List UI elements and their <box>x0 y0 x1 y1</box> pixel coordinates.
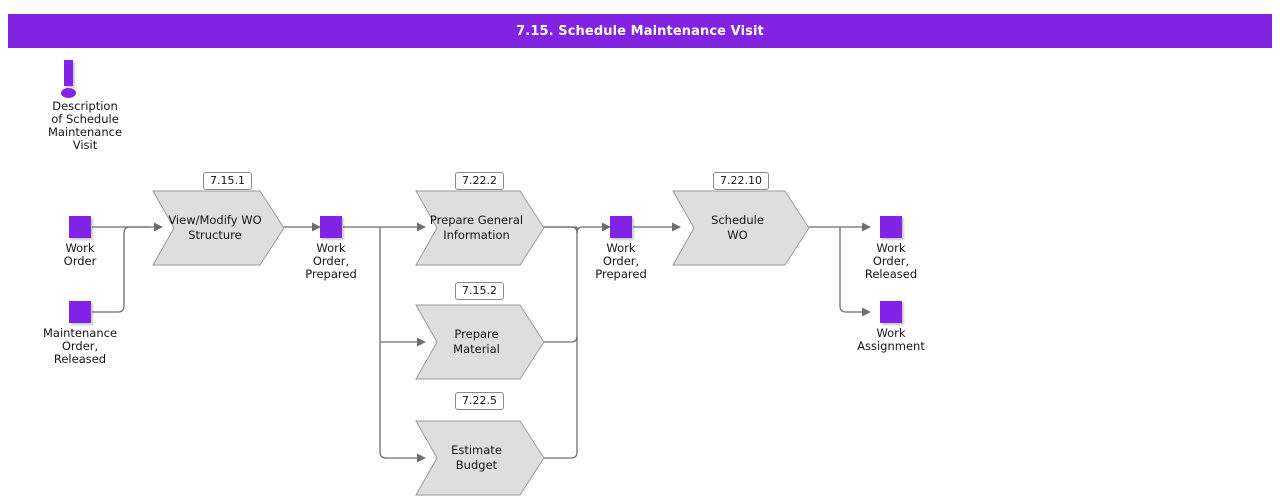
wire-general-info-to-merge <box>543 226 578 234</box>
process-tag-prepare-general-information[interactable]: 7.22.2 <box>455 172 504 190</box>
process-schedule-wo[interactable]: Schedule WO <box>670 188 809 268</box>
wire-estimate-budget-join <box>543 451 578 459</box>
object-label: Work Order, Prepared <box>305 241 357 281</box>
process-label: View/Modify WO Structure <box>168 213 262 242</box>
process-tag-schedule-wo[interactable]: 7.22.10 <box>713 172 769 190</box>
process-label: Estimate Budget <box>451 443 502 472</box>
process-tag-view-modify-wo-structure[interactable]: 7.15.1 <box>203 172 252 190</box>
object-label: Work Order <box>63 241 97 268</box>
page-title: 7.15. Schedule Maintenance Visit <box>516 23 764 39</box>
process-shape <box>415 190 544 266</box>
object-icon <box>880 216 902 238</box>
process-shape <box>152 190 284 266</box>
object-icon <box>69 216 91 238</box>
process-shape <box>415 304 544 380</box>
exclamation-mark-icon <box>64 60 73 86</box>
object-icon <box>880 301 902 323</box>
process-tag-prepare-material[interactable]: 7.15.2 <box>455 282 504 300</box>
exclamation-dot-icon <box>61 88 76 98</box>
page-title-bar: 7.15. Schedule Maintenance Visit <box>8 14 1272 48</box>
description-note-label: Description of Schedule Maintenance Visi… <box>47 99 123 152</box>
object-label: Maintenance Order, Released <box>42 326 118 366</box>
process-estimate-budget[interactable]: Estimate Budget <box>413 418 544 498</box>
process-label: Prepare General Information <box>429 213 524 242</box>
process-view-modify-wo-structure[interactable]: View/Modify WO Structure <box>150 188 284 268</box>
wire-prepare-material-join <box>543 335 578 343</box>
object-icon <box>320 216 342 238</box>
process-prepare-general-information[interactable]: Prepare General Information <box>413 188 544 268</box>
process-shape <box>672 190 809 266</box>
object-label: Work Order, Released <box>864 241 918 281</box>
object-label: Work Assignment <box>857 326 925 353</box>
process-label: Prepare Material <box>453 327 500 356</box>
process-label: Schedule WO <box>711 213 764 242</box>
process-prepare-material[interactable]: Prepare Material <box>413 302 544 382</box>
object-icon <box>69 301 91 323</box>
wire-maintenance-order-to-view-modify <box>92 226 150 313</box>
object-icon <box>610 216 632 238</box>
object-label: Work Order, Prepared <box>595 241 647 281</box>
process-shape <box>415 420 544 496</box>
process-tag-estimate-budget[interactable]: 7.22.5 <box>455 392 504 410</box>
